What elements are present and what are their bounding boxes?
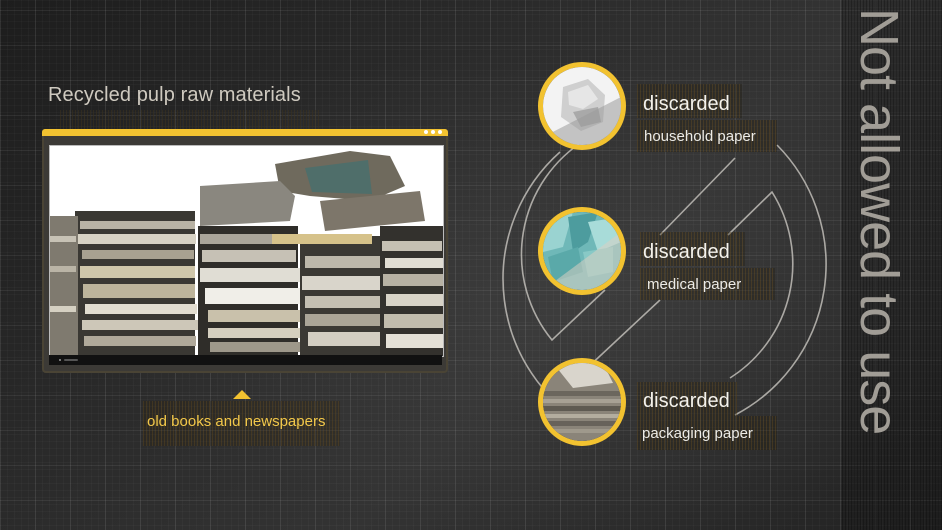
item-subtitle: packaging paper bbox=[642, 425, 753, 442]
label-background bbox=[637, 416, 777, 450]
caption-background bbox=[143, 401, 340, 446]
item-subtitle: medical paper bbox=[647, 276, 742, 293]
old-books-photo bbox=[49, 145, 444, 357]
item-subtitle: household paper bbox=[644, 128, 756, 145]
household-paper-image bbox=[538, 62, 626, 150]
item-title: discarded bbox=[643, 241, 730, 263]
book-stack-illustration bbox=[50, 146, 443, 356]
window-dots-icon bbox=[424, 130, 442, 134]
label-background bbox=[637, 382, 737, 416]
triangle-pointer-icon bbox=[233, 390, 251, 399]
label-background bbox=[640, 232, 745, 266]
photo-caption: old books and newspapers bbox=[147, 413, 326, 430]
packaging-paper-image bbox=[538, 358, 626, 446]
photo-control-bar bbox=[49, 355, 442, 365]
section-title: Recycled pulp raw materials bbox=[48, 84, 301, 106]
image-frame bbox=[42, 129, 448, 373]
label-background bbox=[637, 84, 742, 118]
side-strip-background bbox=[842, 0, 942, 530]
side-watermark-text: Not allowed to use bbox=[849, 8, 909, 435]
title-underlay bbox=[60, 110, 320, 130]
medical-paper-image bbox=[538, 207, 626, 295]
label-background bbox=[637, 120, 777, 152]
item-title: discarded bbox=[643, 93, 730, 115]
label-background bbox=[640, 268, 775, 300]
item-title: discarded bbox=[643, 390, 730, 412]
frame-title-bar bbox=[42, 129, 448, 136]
